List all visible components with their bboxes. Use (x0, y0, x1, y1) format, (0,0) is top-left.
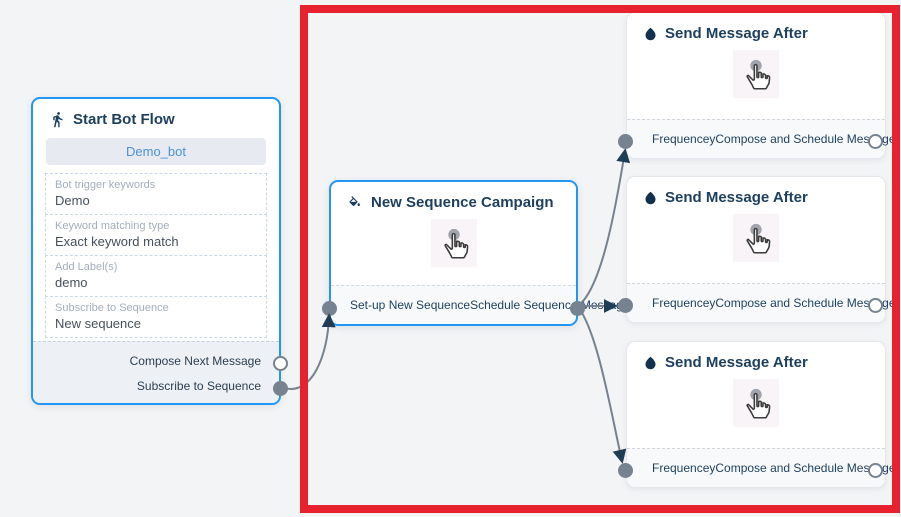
paint-bucket-icon (349, 196, 360, 206)
start-node-fields: Bot trigger keywords Demo Keyword matchi… (45, 173, 267, 338)
send-node-header: Send Message After (627, 342, 885, 371)
edge-sequence-to-send-1 (577, 148, 631, 307)
output-label-compose-and-schedule: Compose and Schedule Message (715, 461, 896, 475)
hand-cursor-icon[interactable] (733, 379, 779, 427)
field-add-labels[interactable]: Add Label(s) demo (45, 255, 267, 297)
output-label-frequencey: Frequencey (652, 132, 716, 146)
sequence-node-header: New Sequence Campaign (331, 182, 576, 211)
port-setup-new-sequence[interactable] (322, 301, 337, 316)
send-node-header: Send Message After (627, 13, 885, 42)
start-node-header: Start Bot Flow (33, 99, 279, 128)
send-node-output-section: Frequencey Compose and Schedule Message (627, 283, 896, 322)
port-compose-and-schedule-message[interactable] (868, 298, 883, 313)
field-subscribe-to-sequence[interactable]: Subscribe to Sequence New sequence (45, 296, 267, 338)
node-send-message-after-2[interactable]: Send Message After Frequencey Compose an… (618, 176, 896, 323)
output-label-frequencey: Frequencey (652, 296, 716, 310)
sequence-node-output-section: Set-up New Sequence Schedule Sequence Me… (331, 285, 630, 324)
port-subscribe-to-sequence[interactable] (273, 381, 288, 396)
field-bot-trigger-keywords[interactable]: Bot trigger keywords Demo (45, 173, 267, 215)
field-keyword-matching-type[interactable]: Keyword matching type Exact keyword matc… (45, 214, 267, 256)
node-send-message-after-3[interactable]: Send Message After Frequencey Compose an… (618, 341, 896, 488)
port-compose-and-schedule-message[interactable] (868, 463, 883, 478)
send-node-output-section: Frequencey Compose and Schedule Message (627, 448, 896, 487)
send-node-title: Send Message After (665, 354, 808, 371)
send-node-output-section: Frequencey Compose and Schedule Message (627, 119, 896, 158)
output-label-compose-next-message: Compose Next Message (129, 354, 261, 368)
walking-person-icon (53, 112, 63, 128)
water-drop-icon (645, 356, 656, 369)
node-start-bot-flow[interactable]: Start Bot Flow Demo_bot Bot trigger keyw… (31, 97, 288, 405)
hand-cursor-icon[interactable] (733, 214, 779, 262)
port-frequencey[interactable] (618, 134, 633, 149)
output-label-schedule-sequence-message: Schedule Sequence Message (470, 298, 630, 312)
bot-name-button[interactable]: Demo_bot (46, 138, 266, 165)
node-new-sequence-campaign[interactable]: New Sequence Campaign Set-up New Sequenc… (322, 180, 630, 326)
output-label-setup-new-sequence: Set-up New Sequence (350, 298, 471, 312)
port-schedule-sequence-message[interactable] (570, 301, 585, 316)
send-node-header: Send Message After (627, 177, 885, 206)
port-compose-and-schedule-message[interactable] (868, 134, 883, 149)
port-frequencey[interactable] (618, 463, 633, 478)
output-label-subscribe-to-sequence: Subscribe to Sequence (136, 379, 261, 393)
hand-cursor-icon[interactable] (430, 219, 477, 267)
output-label-compose-and-schedule: Compose and Schedule Message (715, 296, 896, 310)
start-node-title: Start Bot Flow (73, 111, 175, 128)
output-label-frequencey: Frequencey (652, 461, 716, 475)
node-send-message-after-1[interactable]: Send Message After Frequencey Compose an… (618, 12, 896, 159)
send-node-title: Send Message After (665, 189, 808, 206)
send-node-title: Send Message After (665, 25, 808, 42)
edge-sequence-to-send-3 (577, 306, 627, 464)
start-node-output-section: Compose Next Message Subscribe to Sequen… (33, 341, 279, 403)
hand-cursor-icon[interactable] (733, 50, 779, 98)
water-drop-icon (645, 191, 656, 204)
output-label-compose-and-schedule: Compose and Schedule Message (715, 132, 896, 146)
port-frequencey[interactable] (618, 298, 633, 313)
edge-start-to-sequence (280, 313, 336, 390)
water-drop-icon (645, 27, 656, 40)
sequence-node-title: New Sequence Campaign (371, 194, 554, 211)
port-compose-next-message[interactable] (273, 356, 288, 371)
